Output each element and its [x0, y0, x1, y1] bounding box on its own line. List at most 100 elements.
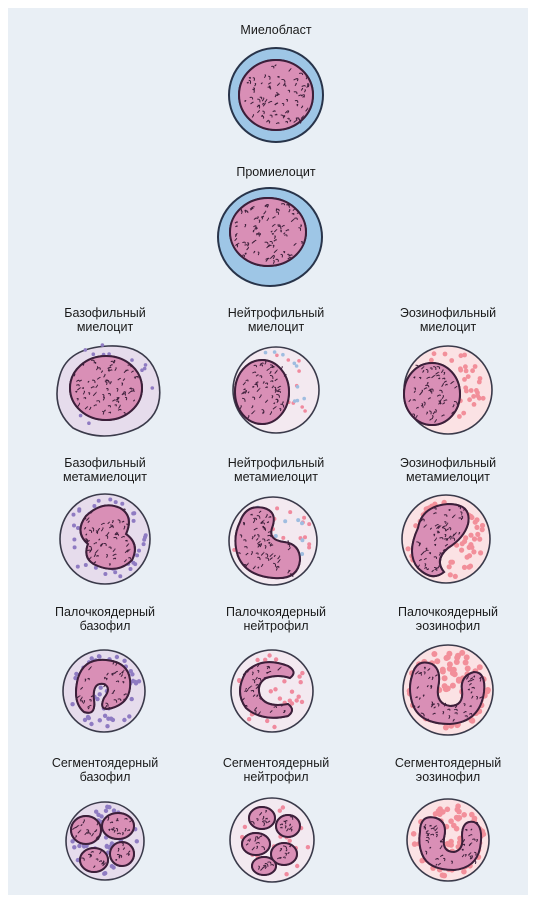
granule	[300, 405, 304, 409]
granule	[447, 661, 453, 667]
granule	[461, 812, 467, 818]
granule	[97, 499, 101, 503]
granule	[449, 358, 454, 363]
granule	[445, 841, 451, 847]
granule	[84, 348, 88, 352]
granule	[95, 697, 99, 701]
granule	[130, 697, 134, 701]
granule	[72, 524, 76, 528]
granule	[274, 534, 278, 538]
granule	[127, 714, 131, 718]
granule	[451, 667, 457, 673]
chromatin-strand	[104, 410, 105, 411]
granule	[295, 698, 299, 702]
granule	[132, 519, 136, 523]
granule	[300, 552, 304, 556]
granule	[470, 368, 475, 373]
granule	[474, 388, 479, 393]
granule	[120, 502, 124, 506]
granule	[273, 687, 277, 691]
segmented-neutrophil-lobe	[276, 815, 300, 837]
granule	[443, 352, 448, 357]
granule	[456, 809, 462, 815]
granule	[281, 536, 285, 540]
granule	[105, 724, 109, 728]
granule	[442, 675, 448, 681]
segmented-neutrophil-lobe	[242, 833, 270, 855]
granule	[151, 386, 155, 390]
granule	[461, 411, 466, 416]
granule	[445, 654, 451, 660]
granule	[478, 376, 483, 381]
granule	[445, 807, 451, 813]
granule	[471, 394, 476, 399]
granule	[462, 353, 467, 358]
granule	[297, 369, 301, 373]
granule	[72, 513, 76, 517]
granule	[144, 363, 148, 367]
granule	[443, 725, 449, 731]
granule	[70, 702, 74, 706]
granule	[281, 805, 285, 809]
chromatin-strand	[117, 819, 118, 820]
granule	[300, 521, 304, 525]
granule	[77, 509, 81, 513]
granule	[461, 869, 467, 875]
granule	[297, 359, 301, 363]
granule	[300, 538, 304, 542]
granule	[474, 517, 479, 522]
granule	[135, 839, 139, 843]
chromatin-strand	[419, 706, 420, 707]
granule	[265, 719, 269, 723]
granule	[406, 546, 411, 551]
granule	[462, 565, 467, 570]
granule	[283, 519, 287, 523]
granule	[471, 549, 476, 554]
chromatin-strand	[268, 542, 270, 543]
granule	[445, 686, 451, 692]
granule	[464, 369, 469, 374]
granule	[76, 526, 80, 530]
chromatin-strand	[124, 677, 125, 679]
granule	[307, 522, 311, 526]
granule	[76, 565, 80, 569]
chromatin-strand	[438, 378, 440, 379]
granule	[113, 570, 117, 574]
granule	[98, 718, 102, 722]
granule	[97, 654, 101, 658]
granule	[255, 658, 259, 662]
granule	[295, 864, 299, 868]
granule	[296, 518, 300, 522]
granule	[300, 700, 304, 704]
chromatin-strand	[465, 855, 466, 857]
granule	[114, 500, 118, 504]
granule	[110, 864, 114, 868]
granule	[473, 364, 478, 369]
granule	[448, 572, 453, 577]
cell-illustrations	[8, 8, 528, 895]
granule	[77, 844, 81, 848]
granule	[432, 351, 437, 356]
nuclear-chromatin	[72, 65, 482, 871]
granule	[92, 504, 96, 508]
granule	[144, 533, 148, 537]
granule	[104, 809, 108, 813]
granule	[98, 692, 102, 696]
granule	[454, 826, 460, 832]
granule	[458, 368, 463, 373]
granule	[87, 716, 91, 720]
granule	[72, 538, 76, 542]
granule	[142, 542, 146, 546]
granule	[296, 385, 300, 389]
granule	[469, 515, 474, 520]
chromatin-strand	[247, 82, 248, 83]
granule	[72, 845, 76, 849]
granule	[454, 815, 460, 821]
chromatin-strand	[83, 851, 85, 852]
granule	[468, 533, 473, 538]
chromatin-strand	[274, 403, 275, 404]
segmented-basophil-lobe	[102, 813, 134, 839]
granule	[463, 660, 469, 666]
chromatin-strand	[474, 676, 475, 677]
granule	[295, 364, 299, 368]
